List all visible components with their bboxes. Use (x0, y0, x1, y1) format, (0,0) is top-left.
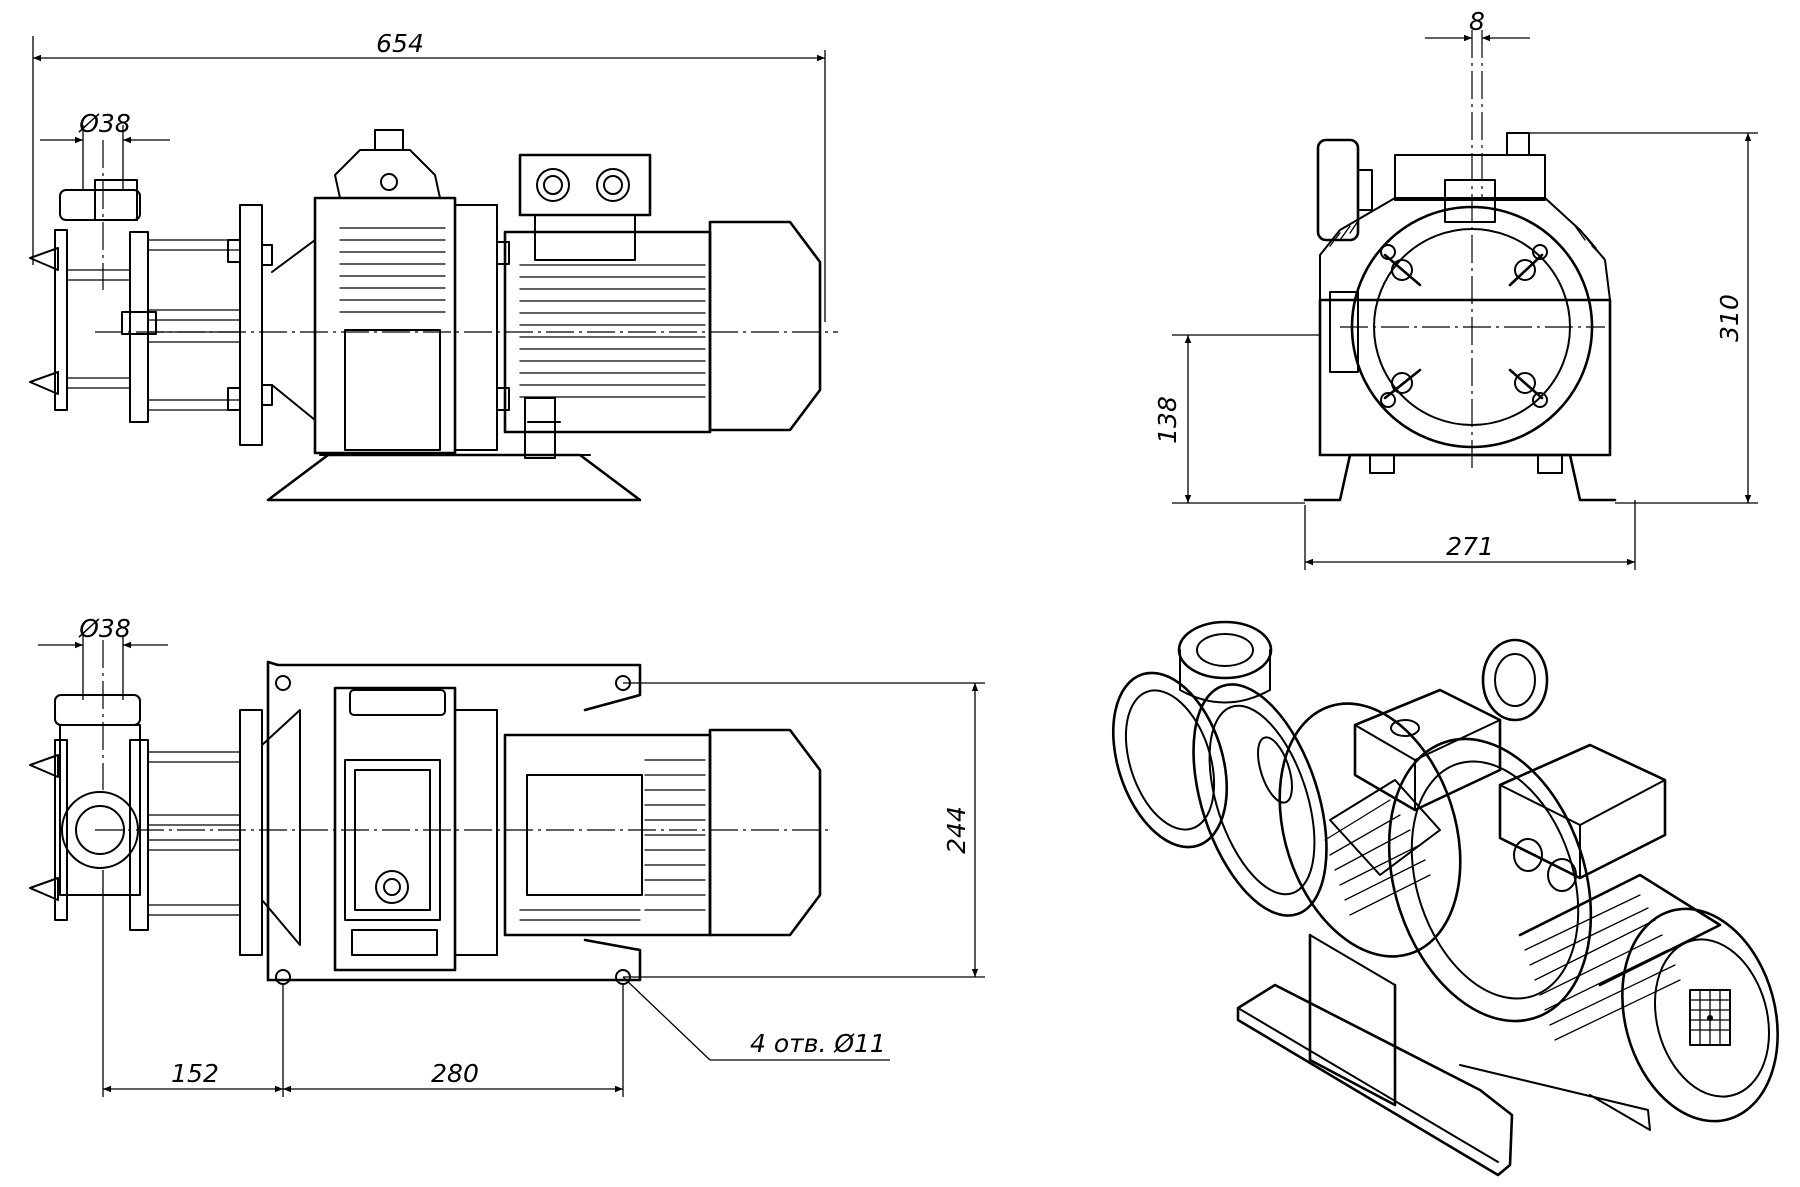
dim-inlet-diameter-front: Ø38 (78, 109, 131, 138)
holes-note: 4 отв. Ø11 (750, 1029, 886, 1058)
dim-overall-length: 654 (376, 29, 424, 58)
side-view (1303, 30, 1617, 502)
top-dimensions: Ø38 244 152 280 4 отв. Ø11 (38, 614, 985, 1097)
front-view (29, 129, 838, 502)
dim-base-width: 271 (1446, 532, 1494, 561)
dim-total-height: 310 (1715, 294, 1744, 342)
dim-mount-width: 244 (942, 806, 971, 854)
dim-hole-spacing: 280 (431, 1059, 479, 1088)
dim-inlet-diameter-top: Ø38 (78, 614, 131, 643)
dim-inlet-to-hole: 152 (171, 1059, 219, 1088)
dim-axis-height: 138 (1153, 396, 1182, 444)
dim-top-offset: 8 (1469, 7, 1485, 36)
top-view (29, 640, 830, 985)
isometric-view (1111, 620, 1779, 1177)
side-dimensions: 8 310 138 271 (1153, 7, 1758, 570)
front-dimensions: 654 Ø38 (32, 29, 826, 322)
